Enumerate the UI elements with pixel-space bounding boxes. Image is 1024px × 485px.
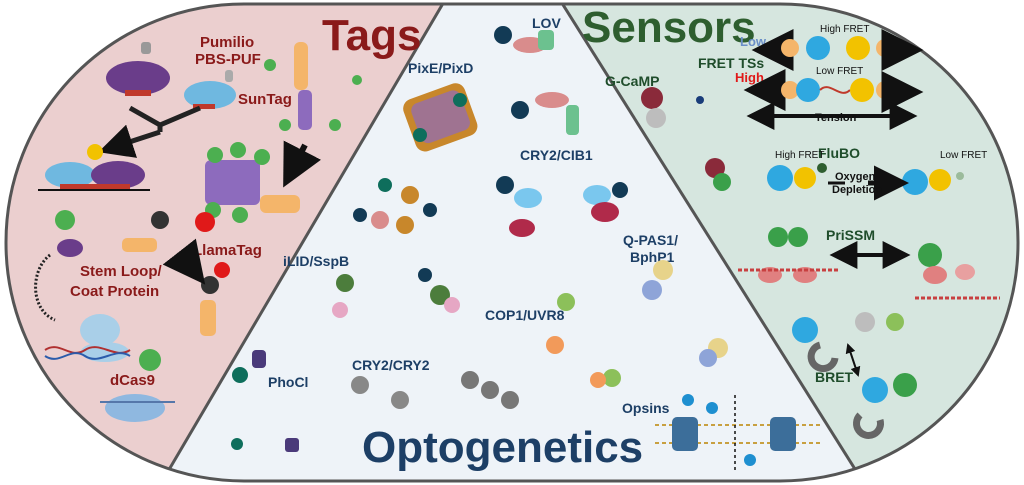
flubo-high-fret-label: High FRET [775,150,824,161]
lov-protein [494,26,579,135]
stem-loop-protein [34,210,83,322]
suntag-scaffold [264,42,362,131]
fret-low-label: Low [740,34,767,49]
fret-low-fret-label: Low FRET [816,66,863,77]
qpas1-proteins [642,260,728,367]
suntag-label: SunTag [238,91,292,108]
bret-sensor [792,312,917,439]
tags-title: Tags [322,11,421,60]
llamatag-proteins [122,211,230,336]
pumilio-label-2: PBS-PUF [195,51,261,68]
bret-arrows [845,343,861,377]
cry2cib1-proteins [496,176,628,237]
ilid-label: iLID/SspB [283,253,349,269]
optogenetics-section: Optogenetics LOV PixE/PixD CRY2/CIB1 [231,15,820,472]
pumilio-protein-right [184,70,236,109]
pixe-dissociated [353,178,437,234]
divider-right [558,4,867,481]
cry2cry2-label: CRY2/CRY2 [352,357,430,373]
flubo-low-fret-label: Low FRET [940,150,987,161]
pixe-complex [403,83,478,152]
pumilio-protein-top [106,42,170,96]
gcamp-protein [641,87,731,191]
opsins-membrane [655,394,820,470]
dcas9-label: dCas9 [110,372,155,389]
flubo-label: FluBO [818,145,860,161]
oxygen-label-1: Oxygen [835,171,876,183]
pumilio-rna-complex [38,144,150,191]
suntag-bound-array [205,142,300,223]
phocl-label: PhoCl [268,374,308,390]
phocl-proteins [231,350,299,452]
dcas9-protein [100,349,175,422]
pumilio-merge-arrow [128,105,201,132]
stemloop-label-2: Coat Protein [70,283,159,300]
pixe-label: PixE/PixD [408,60,473,76]
prissm-label: PriSSM [826,227,875,243]
cop1-label: COP1/UVR8 [485,307,565,323]
fret-high-fret-label: High FRET [820,24,869,35]
fret-tension-sensor-top [751,29,924,71]
cop1-proteins [546,293,621,388]
fret-high-label: High [735,70,764,85]
cry2cry2-proteins [351,371,519,409]
optogenetics-title: Optogenetics [362,423,643,472]
prissm-sensor [738,227,1000,300]
oxygen-label-2: Depletion [832,184,882,196]
bret-label: BRET [815,369,854,385]
divider-left [158,4,447,481]
cry2cib1-label: CRY2/CIB1 [520,147,593,163]
capsule-border [4,2,1020,483]
tags-section: Tags Pumilio PBS-PUF [34,11,421,422]
sensors-title: Sensors [582,3,756,52]
gcamp-label: G-CaMP [605,73,659,89]
llamatag-label: LlamaTag [193,242,262,259]
tension-label: Tension [815,112,857,124]
qpas1-label-1: Q-PAS1/ [623,232,678,248]
stemloop-label-1: Stem Loop/ [80,263,162,280]
pumilio-label-1: Pumilio [200,34,254,51]
fret-tension-sensor-bottom [743,69,924,113]
lov-label: LOV [532,15,561,31]
ilid-proteins [332,268,460,318]
sensors-section: Sensors G-CaMP FRET TSs Low High High FR… [582,3,1000,439]
frettss-label: FRET TSs [698,55,764,71]
opsins-label: Opsins [622,400,670,416]
